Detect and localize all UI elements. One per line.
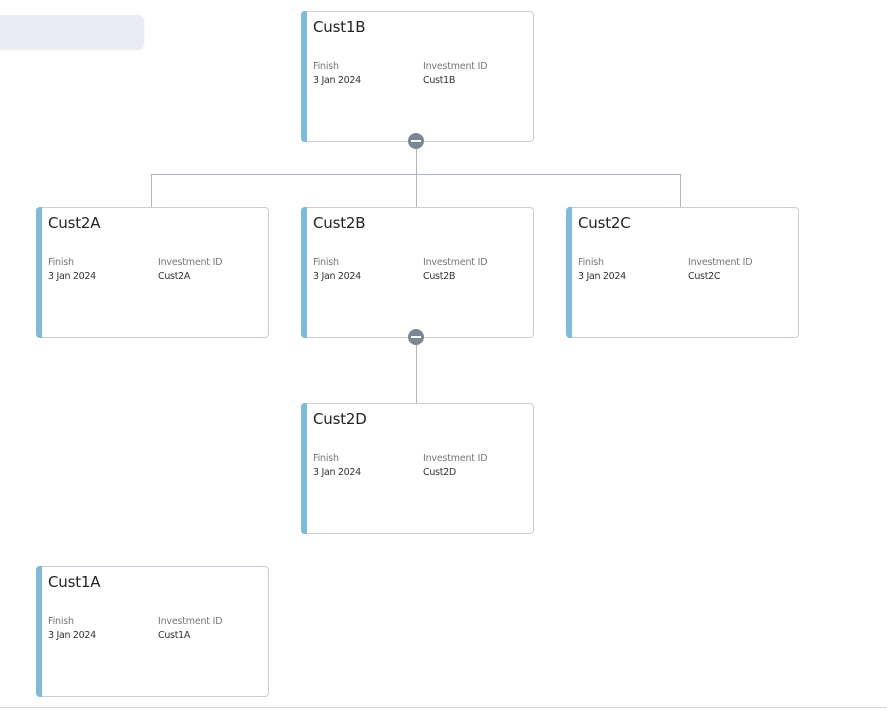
investment-id-label: Investment ID: [423, 257, 488, 268]
finish-value: 3 Jan 2024: [48, 271, 96, 282]
investment-id-label: Investment ID: [158, 257, 223, 268]
connector-line: [416, 174, 417, 207]
node-title: Cust2B: [313, 214, 366, 232]
investment-id-value: Cust2D: [423, 467, 456, 478]
finish-label: Finish: [313, 61, 339, 72]
node-title: Cust2D: [313, 410, 367, 428]
org-node-cust1a[interactable]: Cust1A Finish 3 Jan 2024 Investment ID C…: [36, 566, 269, 697]
investment-id-value: Cust2C: [688, 271, 721, 282]
investment-id-label: Investment ID: [158, 616, 223, 627]
finish-value: 3 Jan 2024: [48, 630, 96, 641]
org-node-cust1b[interactable]: Cust1B Finish 3 Jan 2024 Investment ID C…: [301, 11, 534, 142]
node-title: Cust2C: [578, 214, 631, 232]
minus-circle-icon[interactable]: [408, 133, 424, 149]
investment-id-label: Investment ID: [423, 453, 488, 464]
finish-label: Finish: [578, 257, 604, 268]
connector-line: [680, 174, 681, 207]
finish-value: 3 Jan 2024: [313, 271, 361, 282]
finish-label: Finish: [313, 453, 339, 464]
search-panel[interactable]: [0, 15, 144, 49]
investment-id-value: Cust1A: [158, 630, 191, 641]
org-node-cust2d[interactable]: Cust2D Finish 3 Jan 2024 Investment ID C…: [301, 403, 534, 534]
org-node-cust2a[interactable]: Cust2A Finish 3 Jan 2024 Investment ID C…: [36, 207, 269, 338]
investment-id-label: Investment ID: [688, 257, 753, 268]
node-title: Cust1B: [313, 18, 366, 36]
org-node-cust2c[interactable]: Cust2C Finish 3 Jan 2024 Investment ID C…: [566, 207, 799, 338]
finish-value: 3 Jan 2024: [578, 271, 626, 282]
finish-label: Finish: [313, 257, 339, 268]
org-node-cust2b[interactable]: Cust2B Finish 3 Jan 2024 Investment ID C…: [301, 207, 534, 338]
connector-line: [416, 142, 417, 174]
investment-id-value: Cust2B: [423, 271, 456, 282]
finish-label: Finish: [48, 257, 74, 268]
minus-circle-icon[interactable]: [408, 329, 424, 345]
investment-id-label: Investment ID: [423, 61, 488, 72]
connector-line: [416, 338, 417, 403]
investment-id-value: Cust2A: [158, 271, 191, 282]
finish-label: Finish: [48, 616, 74, 627]
node-title: Cust1A: [48, 573, 101, 591]
bottom-divider: [0, 707, 887, 708]
connector-line: [151, 174, 152, 207]
finish-value: 3 Jan 2024: [313, 467, 361, 478]
investment-id-value: Cust1B: [423, 75, 456, 86]
finish-value: 3 Jan 2024: [313, 75, 361, 86]
node-title: Cust2A: [48, 214, 101, 232]
